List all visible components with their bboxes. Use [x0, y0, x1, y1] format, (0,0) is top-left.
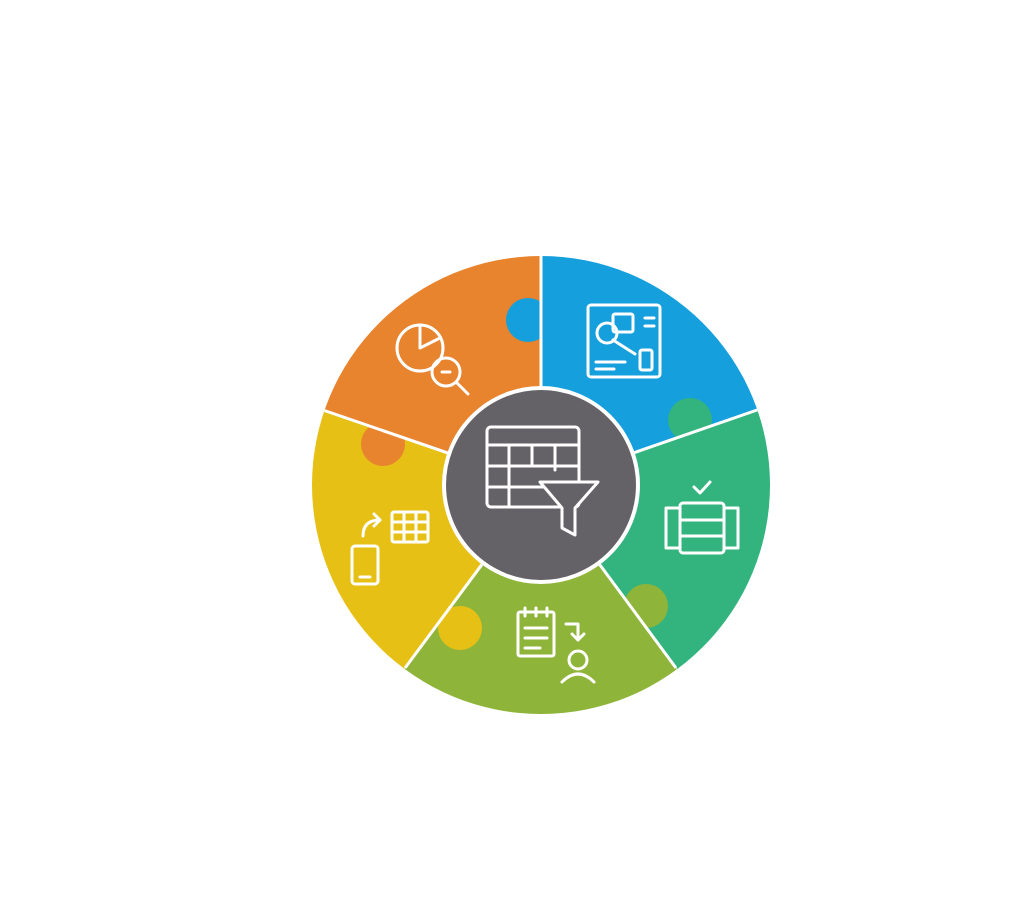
- label-template-availability: Template Availability: [818, 506, 960, 570]
- label-line: Template: [818, 507, 935, 537]
- label-data-compatibility: Data Compatibility: [66, 526, 303, 558]
- label-cost-effectiveness: Cost Effectiveness: [204, 198, 378, 262]
- tab-blue: [506, 298, 550, 342]
- label-line: Availability: [818, 539, 960, 569]
- dashboard-icon: [586, 303, 662, 379]
- label-line: Automated Report: [424, 759, 660, 789]
- diagram-title: Considerations for Reporting Software Se…: [199, 83, 825, 113]
- tab-orange: [361, 422, 405, 466]
- label-line: Effectiveness: [203, 231, 378, 261]
- tab-green: [668, 398, 712, 442]
- label-line: Generation: [470, 791, 614, 821]
- label-user-friendly-interface: User-Friendly Interface: [700, 236, 994, 268]
- tab-lime: [624, 584, 668, 628]
- label-line: User-Friendly Interface: [700, 237, 995, 267]
- label-automated-report-generation: Automated Report Generation: [0, 758, 1024, 822]
- document-template-icon: [664, 480, 740, 555]
- label-line: Data Compatibility: [66, 527, 304, 557]
- pie-chart-magnifier-icon: [395, 323, 470, 396]
- tab-yellow: [438, 606, 482, 650]
- device-table-sync-icon: [350, 510, 430, 586]
- label-line: Cost: [318, 199, 378, 229]
- table-filter-icon: [485, 425, 600, 537]
- report-user-icon: [516, 606, 596, 684]
